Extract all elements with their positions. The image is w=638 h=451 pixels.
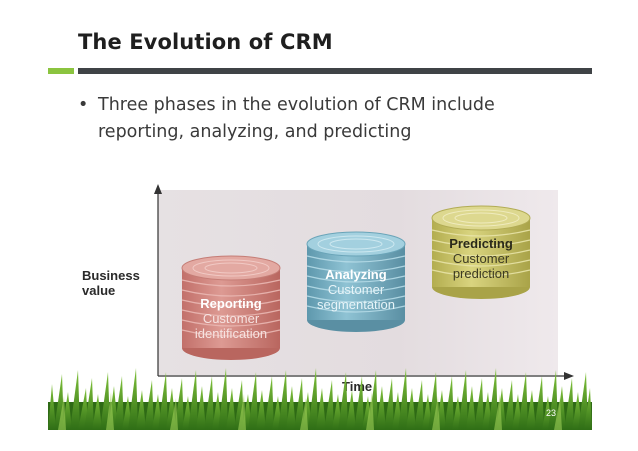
- analyzing-line2: segmentation: [316, 297, 396, 312]
- reporting-line1: Customer: [202, 311, 260, 326]
- y-axis-label-line1: Business: [82, 268, 140, 283]
- x-axis-label: Time: [342, 379, 373, 394]
- predicting-line1: Customer: [452, 251, 510, 266]
- predicting-cylinder: [431, 205, 531, 299]
- predicting-line2: prediction: [452, 266, 510, 281]
- crm-evolution-diagram: Business value Time Reporting Customer i…: [70, 180, 580, 405]
- title-underline-bar: [78, 68, 592, 74]
- reporting-label: Reporting Customer identification: [178, 296, 284, 341]
- diagram-graphics: [154, 184, 574, 380]
- x-axis-arrow-icon: [564, 372, 574, 380]
- grass-decoration: [48, 368, 592, 430]
- y-axis-arrow-icon: [154, 184, 162, 194]
- bullet-text: Three phases in the evolution of CRM inc…: [98, 95, 495, 142]
- analyzing-line1: Customer: [327, 282, 385, 297]
- reporting-title: Reporting: [200, 296, 262, 311]
- bullet-point: • Three phases in the evolution of CRM i…: [78, 92, 578, 146]
- slide-title: The Evolution of CRM: [78, 30, 333, 54]
- title-accent-bar: [48, 68, 74, 74]
- analyzing-title: Analyzing: [325, 267, 387, 282]
- predicting-title: Predicting: [449, 236, 513, 251]
- predicting-label: Predicting Customer prediction: [428, 236, 534, 281]
- page-number: 23: [546, 408, 557, 418]
- analyzing-label: Analyzing Customer segmentation: [303, 267, 409, 312]
- reporting-cylinder: [181, 255, 281, 360]
- analyzing-cylinder: [306, 231, 406, 332]
- reporting-line2: identification: [194, 326, 268, 341]
- bullet-dot-icon: •: [78, 95, 89, 115]
- y-axis-label-line2: value: [82, 283, 116, 298]
- y-axis-label: Business value: [82, 268, 140, 298]
